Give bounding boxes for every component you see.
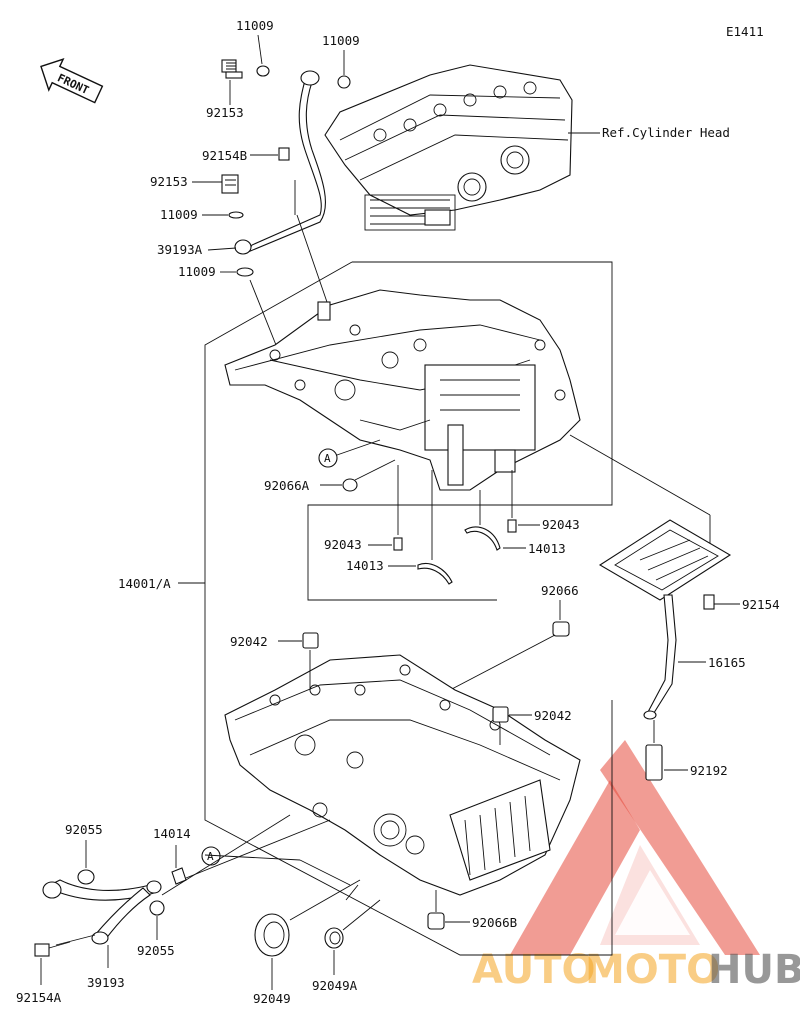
dowel-92042-a <box>302 632 319 649</box>
label-39193a: 39193A <box>157 242 203 257</box>
label-92055-b: 92055 <box>137 943 175 958</box>
label-92153-b: 92153 <box>150 174 188 189</box>
washer-11009-c <box>228 211 244 219</box>
dowel-92042-b <box>492 706 509 723</box>
frame-upper <box>307 261 613 601</box>
bolt-92154a <box>34 941 71 957</box>
callout-a-top <box>318 448 338 468</box>
watermark-text-auto: AUTO <box>472 947 596 993</box>
pipe-92192 <box>645 744 663 781</box>
washer-11009-d <box>236 267 254 277</box>
callout-a-top-text: A <box>324 452 331 465</box>
label-92042-b: 92042 <box>534 708 572 723</box>
front-arrow-icon: FRONT <box>40 57 104 104</box>
label-92066: 92066 <box>541 583 579 598</box>
label-92066a: 92066A <box>264 478 310 493</box>
bearing-14013-a <box>417 563 453 585</box>
cylinder-head <box>324 64 573 231</box>
label-92066b: 92066B <box>472 915 517 930</box>
washer-11009-b <box>337 75 351 89</box>
bolt-92153-upper <box>221 59 243 79</box>
bolt-92154b <box>278 147 290 161</box>
oil-pipe-lower-39193 <box>42 879 162 945</box>
label-92153-a: 92153 <box>206 105 244 120</box>
label-92049a: 92049A <box>312 978 358 993</box>
label-92192: 92192 <box>690 763 728 778</box>
label-14001a: 14001/A <box>118 576 171 591</box>
label-92055-a: 92055 <box>65 822 103 837</box>
label-92154b: 92154B <box>202 148 247 163</box>
washer-11009-a <box>256 65 270 77</box>
callout-a-bottom-text: A <box>207 850 214 863</box>
label-11009-b: 11009 <box>322 33 360 48</box>
watermark-text-moto: MOTO <box>585 947 720 993</box>
label-11009-d: 11009 <box>178 264 216 279</box>
label-16165: 16165 <box>708 655 746 670</box>
dowel-92043-a <box>393 537 403 551</box>
label-92042-a: 92042 <box>230 634 268 649</box>
label-14013-b: 14013 <box>528 541 566 556</box>
oil-pipe-upper <box>234 70 327 255</box>
label-92049: 92049 <box>253 991 291 1006</box>
label-14013-a: 14013 <box>346 558 384 573</box>
dowel-92066a <box>342 478 358 492</box>
oil-seal-92049a <box>324 927 344 949</box>
label-92154: 92154 <box>742 597 780 612</box>
diagram-code: E1411 <box>726 24 764 39</box>
lower-crankcase <box>224 654 581 896</box>
label-39193: 39193 <box>87 975 125 990</box>
watermark-text-hub: HUB <box>708 947 800 993</box>
dowel-92066 <box>552 621 570 637</box>
dowel-92066b <box>427 912 445 930</box>
label-14014: 14014 <box>153 826 191 841</box>
upper-crankcase <box>224 289 581 491</box>
label-92043-a: 92043 <box>324 537 362 552</box>
bolt-92154 <box>703 594 715 610</box>
label-92043-b: 92043 <box>542 517 580 532</box>
ref-cylinder-head-label: Ref.Cylinder Head <box>602 125 730 140</box>
label-11009-c: 11009 <box>160 207 198 222</box>
label-11009-a: 11009 <box>236 18 274 33</box>
oil-strainer-16165 <box>598 519 732 720</box>
dowel-92043-b <box>507 519 517 533</box>
bolt-92153-lower <box>221 174 239 194</box>
bearing-14013-b <box>464 526 501 551</box>
washer-92055-b <box>149 900 165 916</box>
oil-seal-92049 <box>254 913 290 957</box>
frame-outer <box>204 261 613 956</box>
label-92154a: 92154A <box>16 990 62 1005</box>
washer-92055-a <box>77 869 95 885</box>
